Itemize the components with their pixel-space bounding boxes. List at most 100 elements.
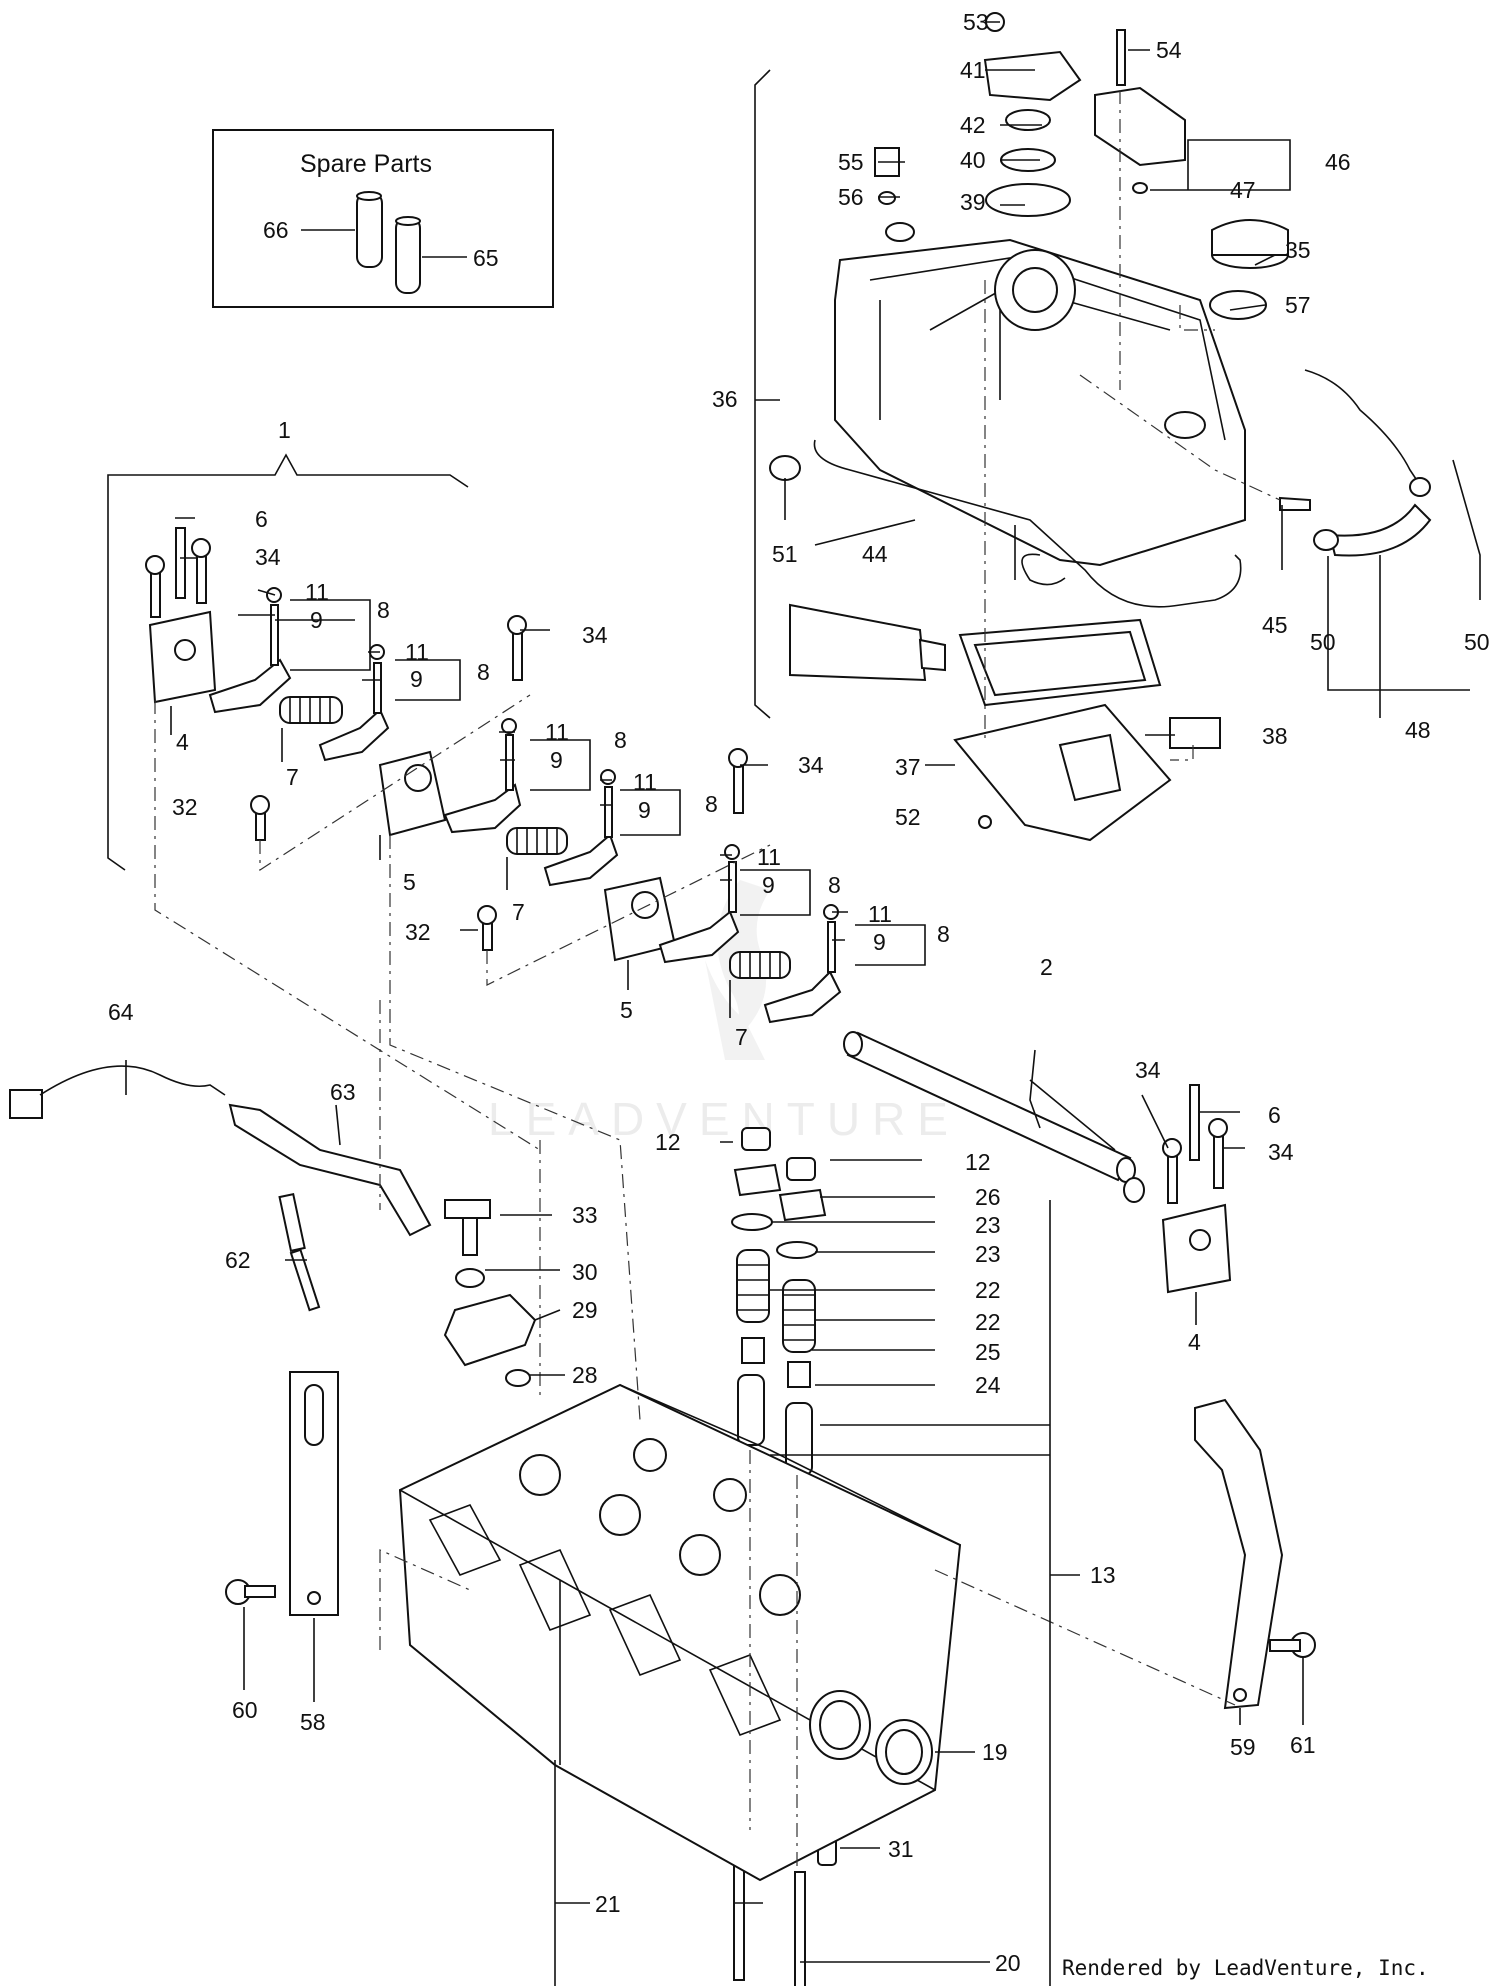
callout-11f: 11: [868, 901, 892, 927]
lifting-bracket-59: [1194, 1398, 1284, 1710]
callout-34b: 34: [582, 622, 608, 648]
callout-7b: 7: [512, 899, 525, 925]
block-38: [1169, 717, 1221, 749]
cap-51: [769, 455, 801, 481]
callout-11e: 11: [757, 844, 781, 870]
baffle-plate-37: [953, 703, 1172, 842]
cylinder-head: [398, 1199, 962, 1882]
callout-36: 36: [712, 386, 738, 412]
callout-25: 25: [975, 1339, 1001, 1365]
callout-21: 21: [595, 1891, 621, 1917]
callout-34a: 34: [255, 544, 281, 570]
glow-plug-62: [278, 1192, 321, 1312]
callout-28: 28: [572, 1362, 598, 1388]
callout-57: 57: [1285, 292, 1311, 318]
callout-22a: 22: [975, 1277, 1001, 1303]
callout-41: 41: [960, 57, 986, 83]
rocker-support-4-left: [148, 610, 217, 704]
callout-50a: 50: [1310, 629, 1336, 655]
callout-39: 39: [960, 189, 986, 215]
callout-34c: 34: [798, 752, 824, 778]
callout-30: 30: [572, 1259, 598, 1285]
callout-64: 64: [108, 999, 134, 1025]
callout-38: 38: [1262, 723, 1288, 749]
o-ring-57: [1209, 290, 1267, 320]
callout-50b: 50: [1464, 629, 1490, 655]
callout-9d: 9: [638, 797, 651, 823]
cover-gasket-44: [813, 439, 1242, 608]
callout-33: 33: [572, 1202, 598, 1228]
valve-spring-22a: [736, 1249, 770, 1323]
watermark-text: LEADVENTURE: [488, 1093, 960, 1145]
leader-lines: [125, 21, 1481, 1986]
callout-9e: 9: [762, 872, 775, 898]
callout-8e: 8: [828, 872, 841, 898]
valve-spring-22b: [782, 1279, 816, 1353]
callout-37: 37: [895, 754, 921, 780]
plug-55: [874, 147, 900, 205]
callout-13: 13: [1090, 1562, 1116, 1588]
callout-8a: 8: [377, 597, 390, 623]
callout-9c: 9: [550, 747, 563, 773]
callout-11c: 11: [545, 719, 569, 745]
glow-plug-harness: [9, 1065, 432, 1312]
callout-48: 48: [1405, 717, 1431, 743]
callout-62: 62: [225, 1247, 251, 1273]
callout-5a: 5: [403, 869, 416, 895]
callout-60: 60: [232, 1697, 258, 1723]
spare-sleeve-66: [356, 191, 383, 268]
callout-45: 45: [1262, 612, 1288, 638]
callout-labels: 53 54 41 42 40 39 55 56 46 47 35 57 36 5…: [108, 9, 1490, 1976]
valve-cover-assembly: [769, 12, 1432, 842]
callout-12a: 12: [655, 1129, 681, 1155]
callout-59: 59: [1230, 1734, 1256, 1760]
callout-8c: 8: [614, 727, 627, 753]
callout-52: 52: [895, 804, 921, 830]
callout-65: 65: [473, 245, 499, 271]
callout-51: 51: [772, 541, 798, 567]
callout-6a: 6: [255, 506, 268, 532]
bus-bar-63: [228, 1103, 432, 1237]
spare-sleeve-65: [395, 216, 421, 294]
callout-4a: 4: [176, 729, 189, 755]
callout-11a: 11: [305, 579, 329, 605]
callout-26: 26: [975, 1184, 1001, 1210]
callout-23b: 23: [975, 1241, 1001, 1267]
callout-7a: 7: [286, 764, 299, 790]
callout-8d: 8: [705, 791, 718, 817]
callout-7c: 7: [735, 1024, 748, 1050]
callout-5b: 5: [620, 997, 633, 1023]
callout-61: 61: [1290, 1732, 1316, 1758]
rocker-shaft-2: [843, 1031, 1145, 1203]
rocker-support-4-right: [1161, 1203, 1232, 1294]
callout-34e: 34: [1268, 1139, 1294, 1165]
callout-8f: 8: [937, 921, 950, 947]
spare-parts-box: Spare Parts: [212, 129, 554, 308]
rocker-bolts: [145, 527, 1228, 1204]
callout-29: 29: [572, 1297, 598, 1323]
callout-53: 53: [963, 9, 989, 35]
rocker-arms: [208, 658, 842, 1024]
lifting-bracket-58: [289, 1371, 339, 1616]
callout-11b: 11: [405, 639, 429, 665]
callout-6b: 6: [1268, 1102, 1281, 1128]
callout-46: 46: [1325, 149, 1351, 175]
callout-47: 47: [1230, 177, 1256, 203]
callout-23a: 23: [975, 1212, 1001, 1238]
callout-55: 55: [838, 149, 864, 175]
callout-32a: 32: [172, 794, 198, 820]
callout-66: 66: [263, 217, 289, 243]
render-credit: Rendered by LeadVenture, Inc.: [1062, 1956, 1429, 1980]
callout-20: 20: [995, 1950, 1021, 1976]
callout-31: 31: [888, 1836, 914, 1862]
callout-40: 40: [960, 147, 986, 173]
callout-58: 58: [300, 1709, 326, 1735]
bolt-60: [225, 1579, 276, 1605]
callout-34d: 34: [1135, 1057, 1161, 1083]
callout-2: 2: [1040, 954, 1053, 980]
callout-19: 19: [982, 1739, 1008, 1765]
callout-11d: 11: [633, 769, 657, 795]
breather-hose: [1304, 369, 1421, 486]
callout-9b: 9: [410, 666, 423, 692]
